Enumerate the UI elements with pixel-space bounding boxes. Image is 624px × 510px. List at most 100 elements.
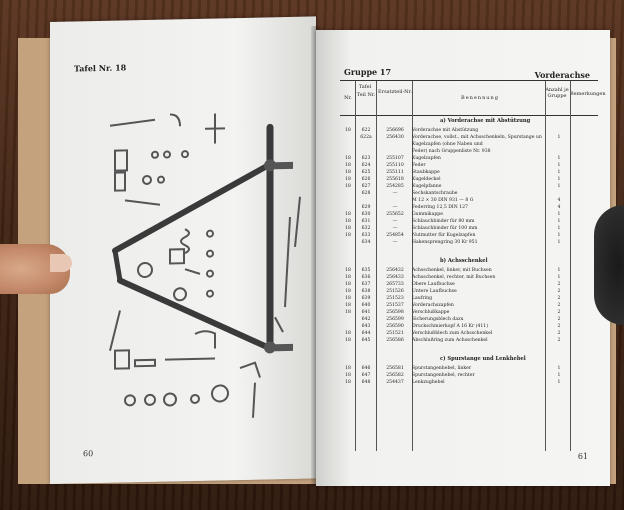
cell-ben: Vorderachse, vollst., mit Achsschenkeln,… bbox=[412, 135, 542, 140]
cell-teil: 624 bbox=[361, 163, 371, 168]
front-axle-exploded-illustration bbox=[109, 113, 301, 418]
cell-teil: 644 bbox=[361, 331, 371, 336]
cell-nr: 18 bbox=[345, 366, 351, 371]
cell-teil: 636 bbox=[361, 275, 371, 280]
cell-teil: 630 bbox=[361, 212, 371, 217]
cell-anz: 2 bbox=[557, 324, 561, 329]
cell-teil: 632 bbox=[361, 226, 371, 231]
cell-nr: 18 bbox=[345, 289, 351, 294]
section-title: c) Spurstange und Lenkhebel bbox=[440, 356, 526, 362]
header-bemerkungen: Bemerkungen bbox=[570, 91, 606, 97]
group-label: Gruppe 17 bbox=[344, 67, 392, 77]
cell-nr: 18 bbox=[345, 373, 351, 378]
cell-teil: 641 bbox=[361, 310, 371, 315]
cell-teil: 642 bbox=[361, 317, 371, 322]
cell-ben: Schlauchbinder für 100 mm bbox=[412, 226, 478, 231]
cell-teil: 645 bbox=[361, 338, 371, 343]
cell-ben: Kugelzapfen bbox=[412, 156, 441, 161]
cell-ers: — bbox=[392, 226, 398, 231]
cell-anz: 1 bbox=[557, 268, 561, 273]
cell-ben: Laufring bbox=[412, 296, 433, 301]
column-divider bbox=[355, 81, 356, 451]
cell-ben: Obere Laufbuchse bbox=[412, 282, 455, 287]
cell-anz: 2 bbox=[557, 303, 561, 308]
cell-teil: 622 bbox=[361, 128, 371, 133]
right-hand-shadow bbox=[594, 205, 624, 325]
cell-ers: 265733 bbox=[386, 282, 404, 287]
cell-teil: 643 bbox=[361, 324, 371, 329]
table-row: Feder) nach Gruppenliste Nr. 938 bbox=[340, 148, 598, 155]
cell-anz: 2 bbox=[557, 289, 561, 294]
cell-ers: 254285 bbox=[386, 184, 404, 189]
cell-anz: 1 bbox=[557, 212, 561, 217]
cell-ers: — bbox=[392, 205, 398, 210]
cell-anz: 4 bbox=[557, 198, 561, 203]
cell-ben: Abschlußring zum Achsschenkel bbox=[412, 338, 488, 343]
cell-ben: Spurstangenhebel, rechter bbox=[412, 373, 475, 378]
cell-anz: 1 bbox=[557, 135, 561, 140]
cell-ben: Kugelpfanne bbox=[412, 184, 442, 189]
cell-ben: Untere Laufbuchse bbox=[412, 289, 457, 294]
cell-nr: 18 bbox=[345, 163, 351, 168]
cell-ers: 255107 bbox=[386, 156, 404, 161]
cell-teil: 638 bbox=[361, 289, 371, 294]
cell-ben: Sechskantschraube bbox=[412, 191, 458, 196]
cell-ben: Vorderachszapfen bbox=[412, 303, 454, 308]
table-row: Kugelzapfen (ohne Naben und bbox=[340, 141, 598, 148]
table-row: 628—Sechskantschraube bbox=[340, 190, 598, 197]
cell-ers: 255652 bbox=[386, 212, 404, 217]
cell-ben: Lenkzughebel bbox=[412, 380, 445, 385]
column-divider bbox=[412, 81, 413, 451]
cell-ers: 251521 bbox=[386, 331, 404, 336]
cell-ers: 256599 bbox=[386, 317, 404, 322]
cell-anz: 1 bbox=[557, 170, 561, 175]
cell-nr: 18 bbox=[345, 310, 351, 315]
cell-anz: 2 bbox=[557, 282, 561, 287]
cell-anz: 2 bbox=[557, 338, 561, 343]
cell-nr: 18 bbox=[345, 184, 351, 189]
right-page-number: 61 bbox=[577, 452, 588, 461]
cell-teil: 623 bbox=[361, 156, 371, 161]
cell-ers: — bbox=[392, 219, 398, 224]
cell-ben: Staubkappe bbox=[412, 170, 440, 175]
cell-nr: 18 bbox=[345, 275, 351, 280]
section-title: a) Vorderachse mit Abstützung bbox=[440, 118, 531, 124]
cell-nr: 18 bbox=[345, 331, 351, 336]
cell-anz: 1 bbox=[557, 366, 561, 371]
cell-nr: 18 bbox=[345, 219, 351, 224]
cell-ers: 256432 bbox=[386, 268, 404, 273]
cell-ers: 255111 bbox=[386, 170, 404, 175]
cell-ben: Hakensprengring 30 Kr 951 bbox=[412, 240, 478, 245]
cell-ers: 251526 bbox=[386, 289, 404, 294]
cell-ers: 255618 bbox=[386, 177, 404, 182]
cell-teil: 633 bbox=[361, 233, 371, 238]
left-page: Tafel Nr. 18 bbox=[50, 16, 316, 484]
cell-nr: 18 bbox=[345, 296, 351, 301]
section-title: b) Achsschenkel bbox=[440, 258, 488, 264]
group-title: Vorderachse bbox=[534, 70, 590, 80]
cell-ben: Achsschenkel, linker, mit Buchsen bbox=[412, 268, 492, 273]
cell-ben: Sicherungsblech dazu bbox=[412, 317, 464, 322]
cell-anz: 4 bbox=[557, 205, 561, 210]
parts-table-header: Tafel Nr. Teil Nr. Ersatzteil-Nr. Benenn… bbox=[340, 81, 606, 116]
cell-ers: — bbox=[392, 240, 398, 245]
cell-anz: 1 bbox=[557, 184, 561, 189]
cell-ers: 256582 bbox=[386, 373, 404, 378]
cell-anz: 1 bbox=[557, 373, 561, 378]
header-ersatzteil: Ersatzteil-Nr. bbox=[378, 89, 412, 95]
